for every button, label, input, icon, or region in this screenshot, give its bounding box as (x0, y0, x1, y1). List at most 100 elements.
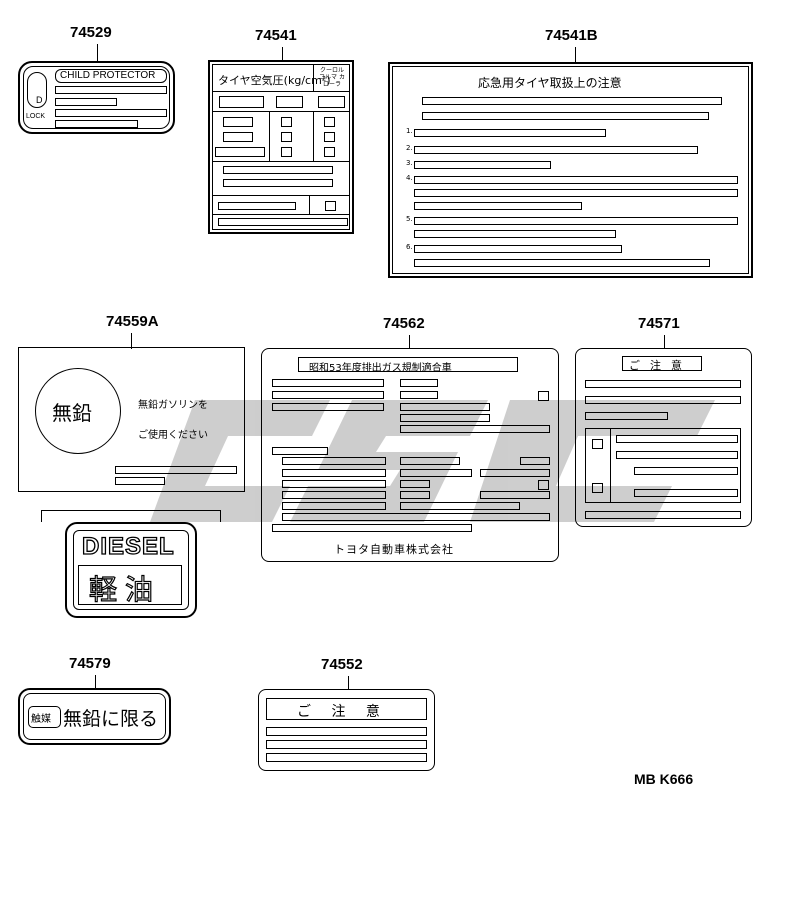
bracket-line (41, 510, 221, 522)
text-bar (414, 161, 551, 169)
value-box (219, 96, 264, 108)
unleaded-circle-text: 無鉛 (52, 401, 92, 425)
text-bar (414, 146, 698, 154)
diagram-code: MB K666 (634, 771, 694, 787)
label-tire-pressure: タイヤ空気圧(kg/cm²) クーロル コルマ カローラ (208, 60, 354, 234)
text-bar (282, 502, 386, 510)
title-frame: 昭和53年度排出ガス規制適合車 (298, 357, 518, 374)
label-child-protector: D LOCK CHILD PROTECTOR (18, 61, 175, 134)
value-square (538, 391, 549, 401)
text-bar (585, 412, 668, 420)
text-bar (223, 179, 333, 187)
text-bar (55, 109, 167, 117)
unleaded-line-2: ご使用ください (138, 430, 208, 441)
label-emission: 昭和53年度排出ガス規制適合車 トヨタ自動車株式会社 (261, 348, 559, 562)
value-box (318, 96, 345, 108)
text-bar (414, 202, 582, 210)
text-bar (400, 469, 472, 477)
text-bar (422, 112, 709, 120)
label-inner-border (23, 66, 170, 129)
part-number-74559a: 74559A (106, 313, 159, 330)
text-bar (480, 491, 550, 499)
value-square (592, 483, 603, 493)
divider (309, 195, 310, 214)
emission-title: 昭和53年度排出ガス規制適合車 (309, 363, 452, 374)
diesel-jp-text: 軽油 (88, 572, 162, 606)
leader-line (95, 675, 96, 689)
text-bar (414, 259, 710, 267)
text-bar (55, 98, 117, 106)
part-number-74529: 74529 (70, 24, 112, 41)
value-square (324, 147, 335, 157)
text-bar (400, 502, 520, 510)
tire-pressure-title: タイヤ空気圧(kg/cm²) (218, 74, 331, 87)
spare-tire-title: 応急用タイヤ取扱上の注意 (478, 76, 622, 90)
text-bar (115, 466, 237, 474)
item-number: 6. (406, 243, 413, 251)
item-number: 3. (406, 159, 413, 167)
value-square (538, 480, 549, 490)
title-frame: ご 注 意 (266, 698, 427, 720)
text-bar (266, 753, 427, 762)
leader-line (575, 47, 576, 63)
lock-marker: LOCK (26, 113, 46, 120)
text-bar (585, 380, 741, 388)
value-square (324, 117, 335, 127)
text-bar (585, 396, 741, 404)
inner-frame (585, 428, 741, 503)
divider (212, 214, 350, 215)
label-inner-border (23, 693, 166, 740)
text-bar (400, 414, 490, 422)
text-bar (282, 469, 386, 477)
divider (212, 161, 350, 162)
divider (212, 195, 350, 196)
catalyst-badge: 触媒 (28, 706, 61, 728)
text-bar (223, 166, 333, 174)
part-number-74562: 74562 (383, 315, 425, 332)
text-bar (616, 451, 738, 459)
text-bar (616, 435, 738, 443)
unleaded-line-1: 無鉛ガソリンを (138, 400, 208, 411)
text-bar (400, 491, 430, 499)
unleaded-only-text: 無鉛に限る (63, 708, 159, 730)
text-bar (266, 740, 427, 749)
text-bar (272, 403, 384, 411)
text-bar (115, 477, 165, 485)
item-number: 5. (406, 215, 413, 223)
label-inner-border (392, 66, 749, 274)
text-bar (400, 457, 460, 465)
leader-line (131, 333, 132, 349)
caution-74552-title: ご 注 意 (297, 704, 388, 720)
child-protector-title: CHILD PROTECTOR (60, 70, 156, 81)
emission-maker: トヨタ自動車株式会社 (334, 543, 454, 556)
text-bar (400, 425, 550, 433)
text-bar (414, 129, 606, 137)
text-bar (480, 469, 550, 477)
value-square (281, 117, 292, 127)
divider (269, 111, 270, 161)
leader-line (97, 44, 98, 62)
value-box (215, 147, 265, 157)
diesel-jp-frame: 軽油 (78, 565, 182, 607)
label-caution-74571: ご注意 (575, 348, 752, 527)
text-bar (585, 511, 741, 519)
label-spare-tire-caution: 応急用タイヤ取扱上の注意 1. 2. 3. 4. 5. 6. (388, 62, 753, 278)
text-bar (272, 379, 384, 387)
text-bar (55, 86, 167, 94)
title-frame: CHILD PROTECTOR (55, 69, 167, 83)
leader-line (664, 335, 665, 349)
leader-line (282, 47, 283, 61)
value-square (592, 439, 603, 449)
text-bar (282, 480, 386, 488)
text-bar (400, 480, 430, 488)
value-square (325, 201, 336, 211)
text-bar (414, 230, 616, 238)
text-bar (400, 379, 438, 387)
unleaded-circle: 無鉛 (35, 368, 121, 454)
text-bar (272, 524, 472, 532)
text-bar (272, 391, 384, 399)
value-square (324, 132, 335, 142)
text-bar (218, 202, 296, 210)
text-bar (282, 491, 386, 499)
text-bar (414, 176, 738, 184)
